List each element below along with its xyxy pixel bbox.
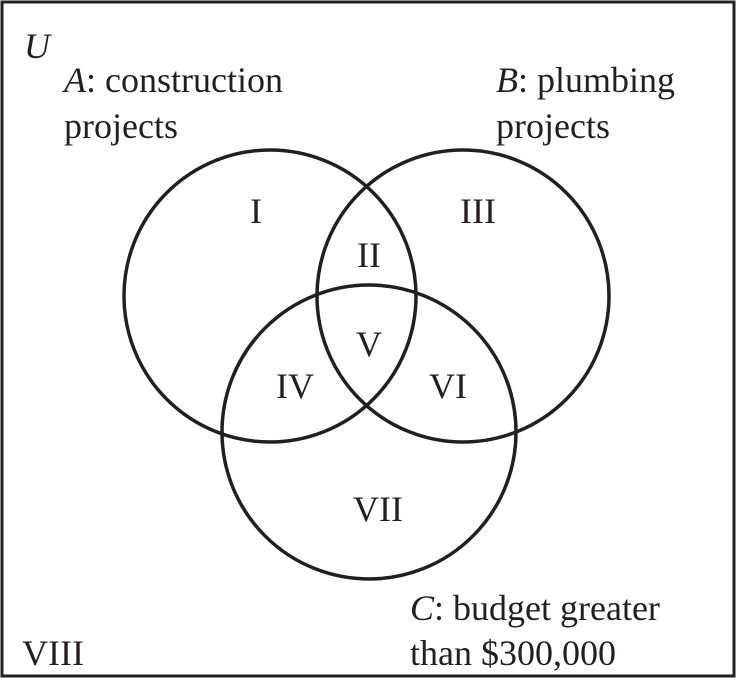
set-a-circle (122, 148, 418, 444)
region-iii: III (460, 191, 496, 231)
set-c-letter: C (410, 588, 435, 628)
set-b-label: B: plumbing (496, 60, 675, 100)
region-vii: VII (353, 489, 403, 529)
set-a-description: : construction (86, 60, 283, 100)
set-b-description: : plumbing (518, 60, 675, 100)
region-viii: VIII (22, 633, 84, 673)
set-a-label: A: construction (62, 60, 283, 100)
region-ii: II (357, 235, 381, 275)
set-a-letter: A (62, 60, 87, 100)
region-v: V (356, 324, 382, 364)
set-c-label: C: budget greater (410, 588, 660, 628)
universe-label: U (24, 26, 52, 66)
set-b-letter: B (496, 60, 518, 100)
region-i: I (250, 191, 262, 231)
set-c-circle (220, 283, 518, 581)
set-c-label-line2: than $300,000 (410, 633, 616, 673)
region-iv: IV (276, 366, 314, 406)
region-vi: VI (429, 366, 467, 406)
set-c-description: : budget greater (434, 588, 660, 628)
set-a-label-line2: projects (64, 106, 178, 146)
set-b-label-line2: projects (496, 106, 610, 146)
